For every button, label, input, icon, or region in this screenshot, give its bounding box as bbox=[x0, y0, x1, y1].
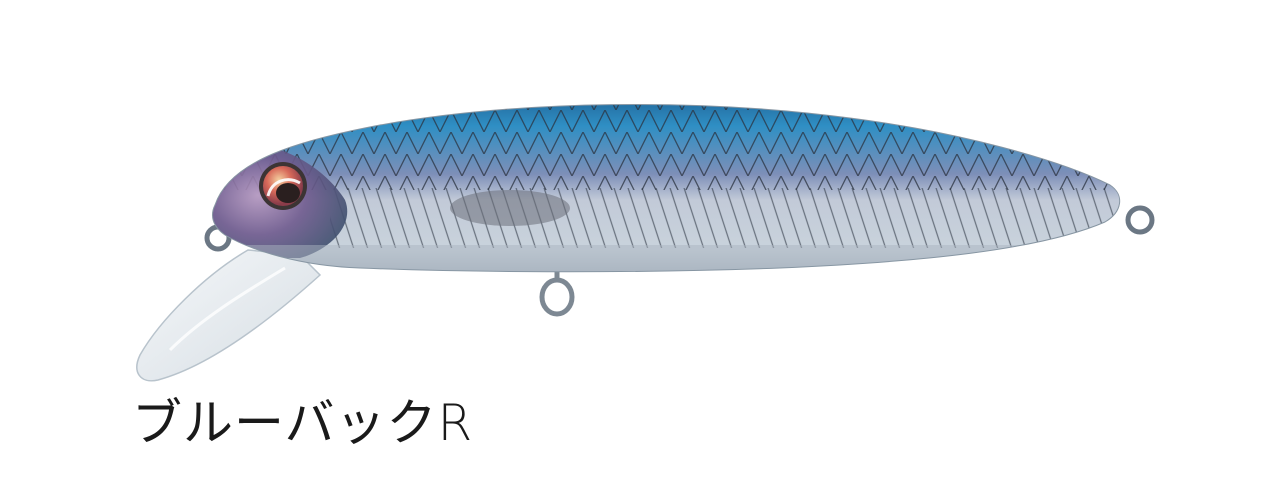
lure-eye bbox=[259, 162, 307, 210]
hook-eye-tail bbox=[1125, 205, 1155, 235]
diving-lip bbox=[136, 249, 322, 382]
hook-eye-belly bbox=[539, 277, 575, 317]
color-name-caption: ブルーバックR bbox=[132, 394, 474, 452]
